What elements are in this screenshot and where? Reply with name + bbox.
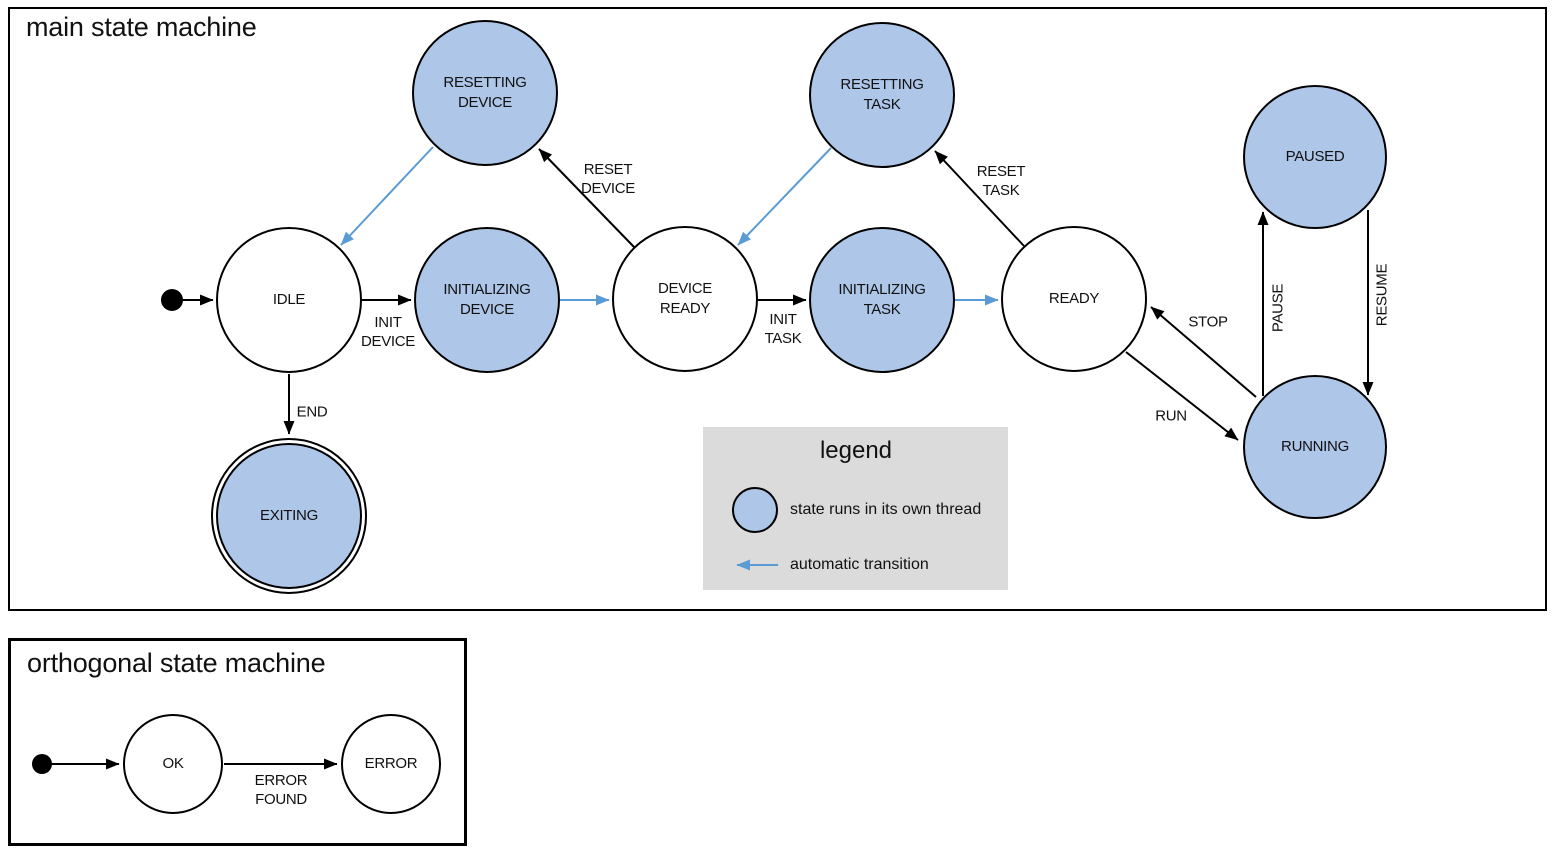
transition-label-end: END	[296, 403, 328, 421]
state-resetting-device: RESETTING DEVICE	[412, 20, 558, 166]
state-running-label: RUNNING	[1281, 438, 1349, 455]
state-ok-label: OK	[162, 755, 184, 772]
state-exiting: EXITING	[211, 438, 367, 594]
initial-state-dot-orthogonal	[32, 754, 52, 774]
transition-label-reset-task: RESET TASK	[976, 163, 1026, 199]
transition-label-run: RUN	[1155, 407, 1187, 425]
state-exiting-inner-ring: EXITING	[216, 443, 362, 589]
legend-automatic-transition-label: automatic transition	[790, 556, 929, 573]
transition-label-stop: STOP	[1188, 313, 1228, 331]
state-resetting-device-label: RESETTING DEVICE	[443, 74, 527, 111]
state-idle: IDLE	[216, 227, 362, 373]
state-idle-label: IDLE	[272, 291, 306, 308]
main-state-machine-title: main state machine	[26, 12, 257, 42]
state-initializing-task: INITIALIZING TASK	[809, 227, 955, 373]
transition-label-pause: PAUSE	[1269, 283, 1287, 333]
transition-label-resume: RESUME	[1373, 263, 1391, 327]
state-ready-label: READY	[1048, 290, 1100, 307]
state-error: ERROR	[341, 714, 441, 814]
initial-state-dot-main	[161, 289, 183, 311]
transition-label-error-found: ERROR FOUND	[254, 772, 308, 808]
state-device-ready: DEVICE READY	[612, 226, 758, 372]
state-running: RUNNING	[1243, 375, 1387, 519]
state-resetting-task: RESETTING TASK	[809, 22, 955, 168]
state-initializing-task-label: INITIALIZING TASK	[838, 281, 926, 318]
state-exiting-label: EXITING	[260, 507, 318, 524]
legend-threaded-state-swatch	[732, 487, 778, 533]
state-paused: PAUSED	[1243, 85, 1387, 229]
state-initializing-device-label: INITIALIZING DEVICE	[443, 281, 531, 318]
legend-threaded-state-label: state runs in its own thread	[790, 501, 982, 518]
state-ok: OK	[123, 714, 223, 814]
state-resetting-task-label: RESETTING TASK	[840, 76, 924, 113]
transition-label-init-task: INIT TASK	[764, 311, 802, 347]
state-device-ready-label: DEVICE READY	[657, 280, 713, 317]
state-initializing-device: INITIALIZING DEVICE	[414, 227, 560, 373]
state-error-label: ERROR	[364, 755, 418, 772]
transition-label-reset-device: RESET DEVICE	[580, 161, 636, 197]
state-ready: READY	[1001, 226, 1147, 372]
state-paused-label: PAUSED	[1285, 148, 1345, 165]
transition-label-init-device: INIT DEVICE	[360, 314, 416, 350]
legend-title: legend	[819, 437, 893, 464]
orthogonal-state-machine-title: orthogonal state machine	[27, 648, 326, 678]
